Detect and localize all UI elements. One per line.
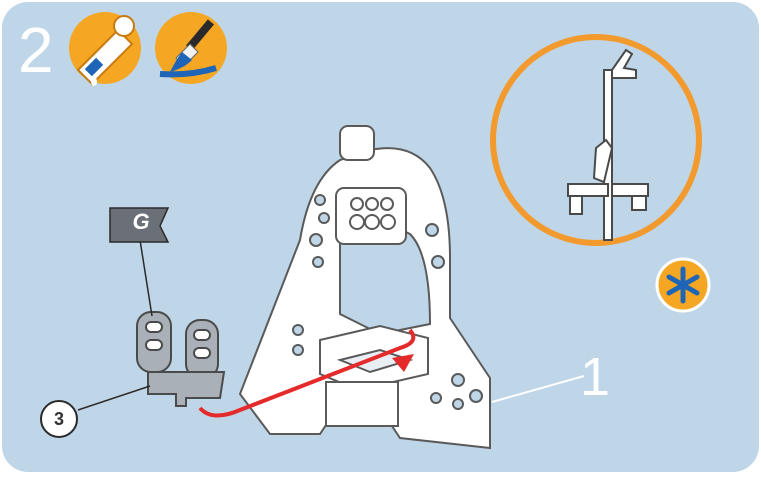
- detail-inset: [493, 37, 699, 243]
- paint-brush-icon: [155, 12, 227, 84]
- part-number-1: 1: [580, 350, 610, 404]
- part-number-3: 3: [41, 401, 77, 437]
- flag-letter: G: [129, 210, 153, 234]
- step-number: 2: [18, 18, 54, 82]
- asterisk-badge-icon: [657, 259, 709, 311]
